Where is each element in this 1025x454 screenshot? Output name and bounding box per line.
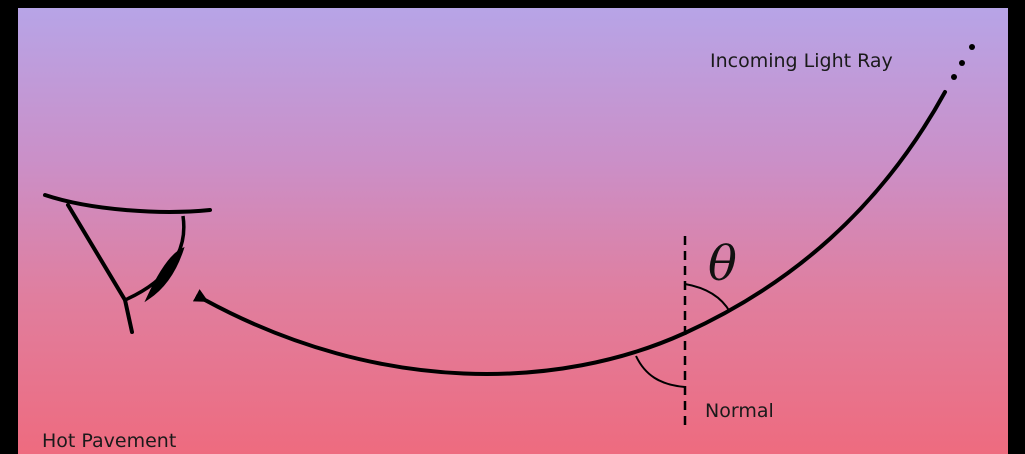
normal-label: Normal <box>705 400 774 422</box>
theta-angle-arc <box>684 283 731 313</box>
hot-pavement-label: Hot Pavement <box>42 430 176 452</box>
light-ray-path <box>192 90 947 376</box>
lower-angle-arc <box>635 355 686 388</box>
theta-symbol: θ <box>708 236 737 292</box>
eye-icon <box>43 193 212 334</box>
ray-continuation-dots <box>951 44 975 80</box>
incoming-light-ray-label: Incoming Light Ray <box>710 50 893 72</box>
